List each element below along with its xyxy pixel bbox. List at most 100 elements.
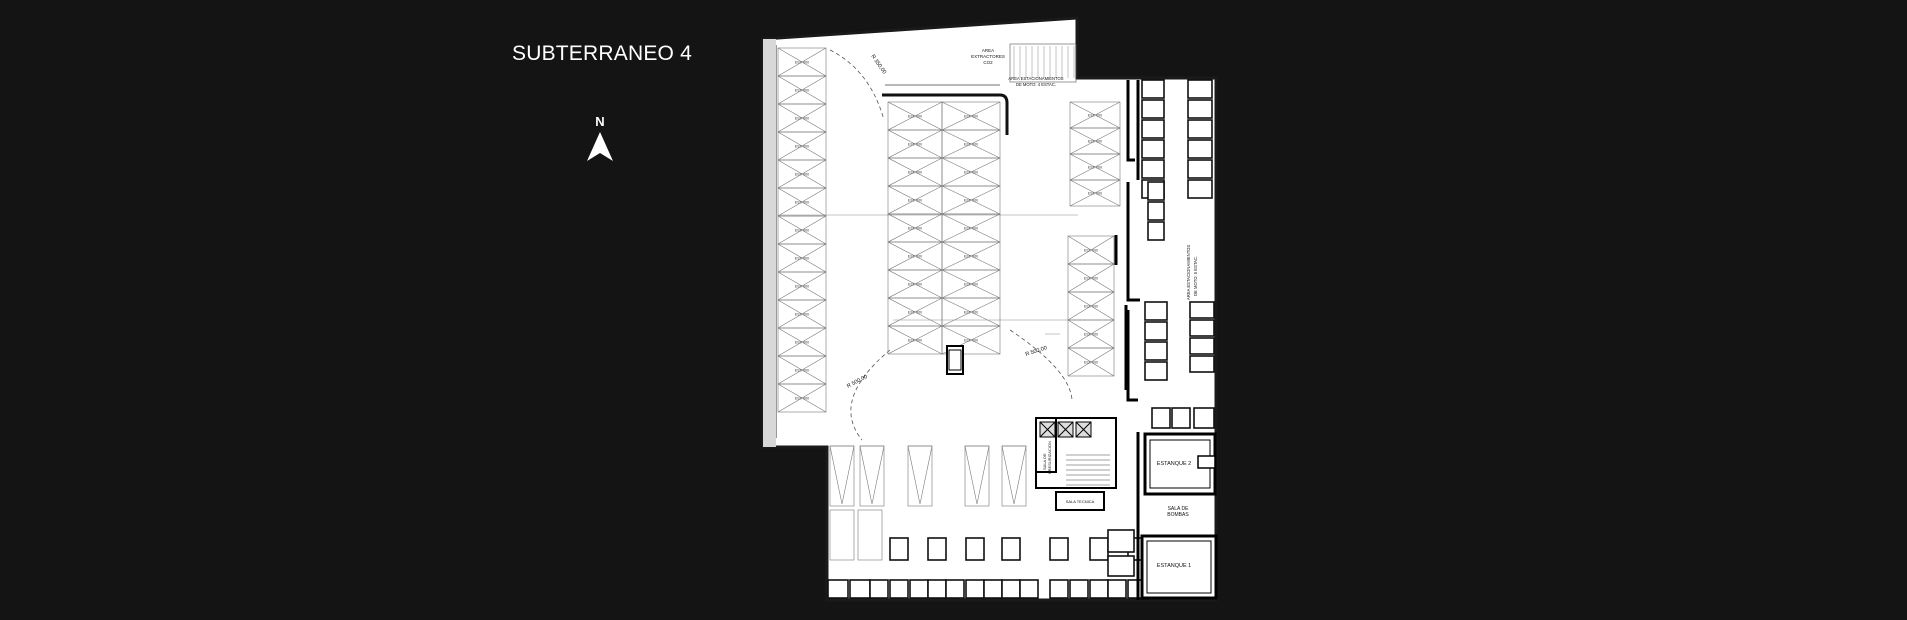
storage-room [889, 579, 909, 599]
storage-rooms-south [827, 529, 1147, 599]
stall-diagonal [970, 227, 1001, 243]
stall-diagonal [777, 145, 803, 161]
stall-label: EST. 000 [964, 283, 978, 287]
stall-diagonal [970, 311, 1001, 327]
stall-diagonal [1069, 166, 1096, 181]
stall-diagonal [887, 199, 916, 215]
stall-diagonal [887, 171, 916, 187]
storage-room [1147, 181, 1165, 201]
north-letter: N [595, 114, 605, 129]
storage-room [927, 537, 947, 561]
stall-diagonal [1067, 333, 1092, 349]
stall-diagonal [777, 257, 803, 273]
stall-diagonal [914, 185, 943, 201]
stall-diagonal [777, 173, 803, 189]
stall-diagonal [1067, 249, 1092, 265]
stall-diagonal [914, 171, 943, 187]
stall-label: EST. 000 [908, 255, 922, 259]
stall-label: EST. 000 [795, 145, 809, 149]
stall-diagonal [941, 157, 972, 173]
stall-diagonal [914, 157, 943, 173]
storage-room [1019, 579, 1039, 599]
ramp-arc-north [829, 49, 885, 121]
stall-diagonal [801, 327, 827, 343]
stall-label: EST. 000 [1084, 361, 1098, 365]
stall-label: EST. 000 [795, 369, 809, 373]
stall-diagonal [914, 129, 943, 145]
stall-diagonal [941, 213, 972, 229]
storage-room [1151, 407, 1171, 429]
stall-diagonal [801, 201, 827, 217]
stall-diagonal [970, 185, 1001, 201]
stall-diagonal [1069, 127, 1096, 142]
parking-stall-south [829, 509, 855, 561]
stall-label: EST. 000 [1084, 249, 1098, 253]
stall-diagonal [1067, 263, 1092, 279]
storage-room [1107, 579, 1127, 599]
stall-label: EST. 000 [1084, 305, 1098, 309]
stall-diagonal [970, 255, 1001, 271]
storage-room [1147, 221, 1165, 241]
stall-diagonal [777, 383, 803, 399]
stall-diagonal [801, 397, 827, 413]
stall-diagonal [941, 115, 972, 131]
stall-diagonal [777, 47, 803, 63]
plan-title: SUBTERRANEO 4 [512, 42, 692, 65]
stall-label: EST. 000 [908, 227, 922, 231]
stall-diagonal [941, 199, 972, 215]
stall-diagonal [777, 397, 803, 413]
north-arrow-icon [587, 132, 613, 161]
stall-diagonal [801, 117, 827, 133]
stall-label: EST. 000 [908, 199, 922, 203]
stall-diagonal [914, 297, 943, 313]
estanque-1-label: ESTANQUE 1 [1157, 563, 1191, 569]
stall-diagonal [941, 297, 972, 313]
stall-diagonal [801, 285, 827, 301]
parking-stall-south [829, 445, 855, 507]
stall-diagonal [914, 101, 943, 117]
storage-room [1141, 79, 1165, 99]
stall-diagonal [1090, 319, 1115, 335]
stall-diagonal [1094, 101, 1121, 116]
extractors-label-1: AREA [982, 48, 994, 53]
storage-room [945, 579, 965, 599]
stall-diagonal [914, 283, 943, 299]
stall-diagonal [777, 159, 803, 175]
stall-diagonal [801, 229, 827, 245]
storage-room [1187, 179, 1213, 199]
parking-stall [777, 383, 827, 413]
stall-diagonal [777, 369, 803, 385]
sala-bombas-label-1: SALA DE [1168, 506, 1190, 512]
storage-room [1147, 201, 1165, 221]
storage-room [1141, 99, 1165, 119]
ramp-arc-west [850, 349, 891, 441]
stall-label: EST. 000 [964, 311, 978, 315]
stall-label: EST. 000 [795, 229, 809, 233]
stall-diagonal [777, 103, 803, 119]
stall-diagonal [887, 213, 916, 229]
stall-diagonal [777, 313, 803, 329]
stall-label: EST. 000 [908, 283, 922, 287]
storage-room [1089, 537, 1109, 561]
storage-room [1049, 537, 1069, 561]
stall-diagonal [887, 227, 916, 243]
parking-stall-south [907, 445, 933, 507]
stall-diagonal [1094, 140, 1121, 155]
storage-room [1144, 341, 1168, 361]
stall-label: EST. 000 [1084, 277, 1098, 281]
stall-diagonal [1094, 179, 1121, 194]
stall-diagonal [1094, 192, 1121, 207]
building-outline [761, 16, 1218, 602]
stall-diagonal [970, 199, 1001, 215]
stall-diagonal [801, 145, 827, 161]
stall-diagonal [777, 75, 803, 91]
stall-diagonal [777, 341, 803, 357]
stall-label: EST. 000 [795, 89, 809, 93]
parking-stall-south [1001, 445, 1027, 507]
stall-diagonal [801, 187, 827, 203]
stall-label: EST. 000 [964, 227, 978, 231]
stall-diagonal [1094, 114, 1121, 129]
stall-diagonal [941, 283, 972, 299]
stall-label: EST. 000 [795, 173, 809, 177]
stall-label: EST. 000 [795, 257, 809, 261]
